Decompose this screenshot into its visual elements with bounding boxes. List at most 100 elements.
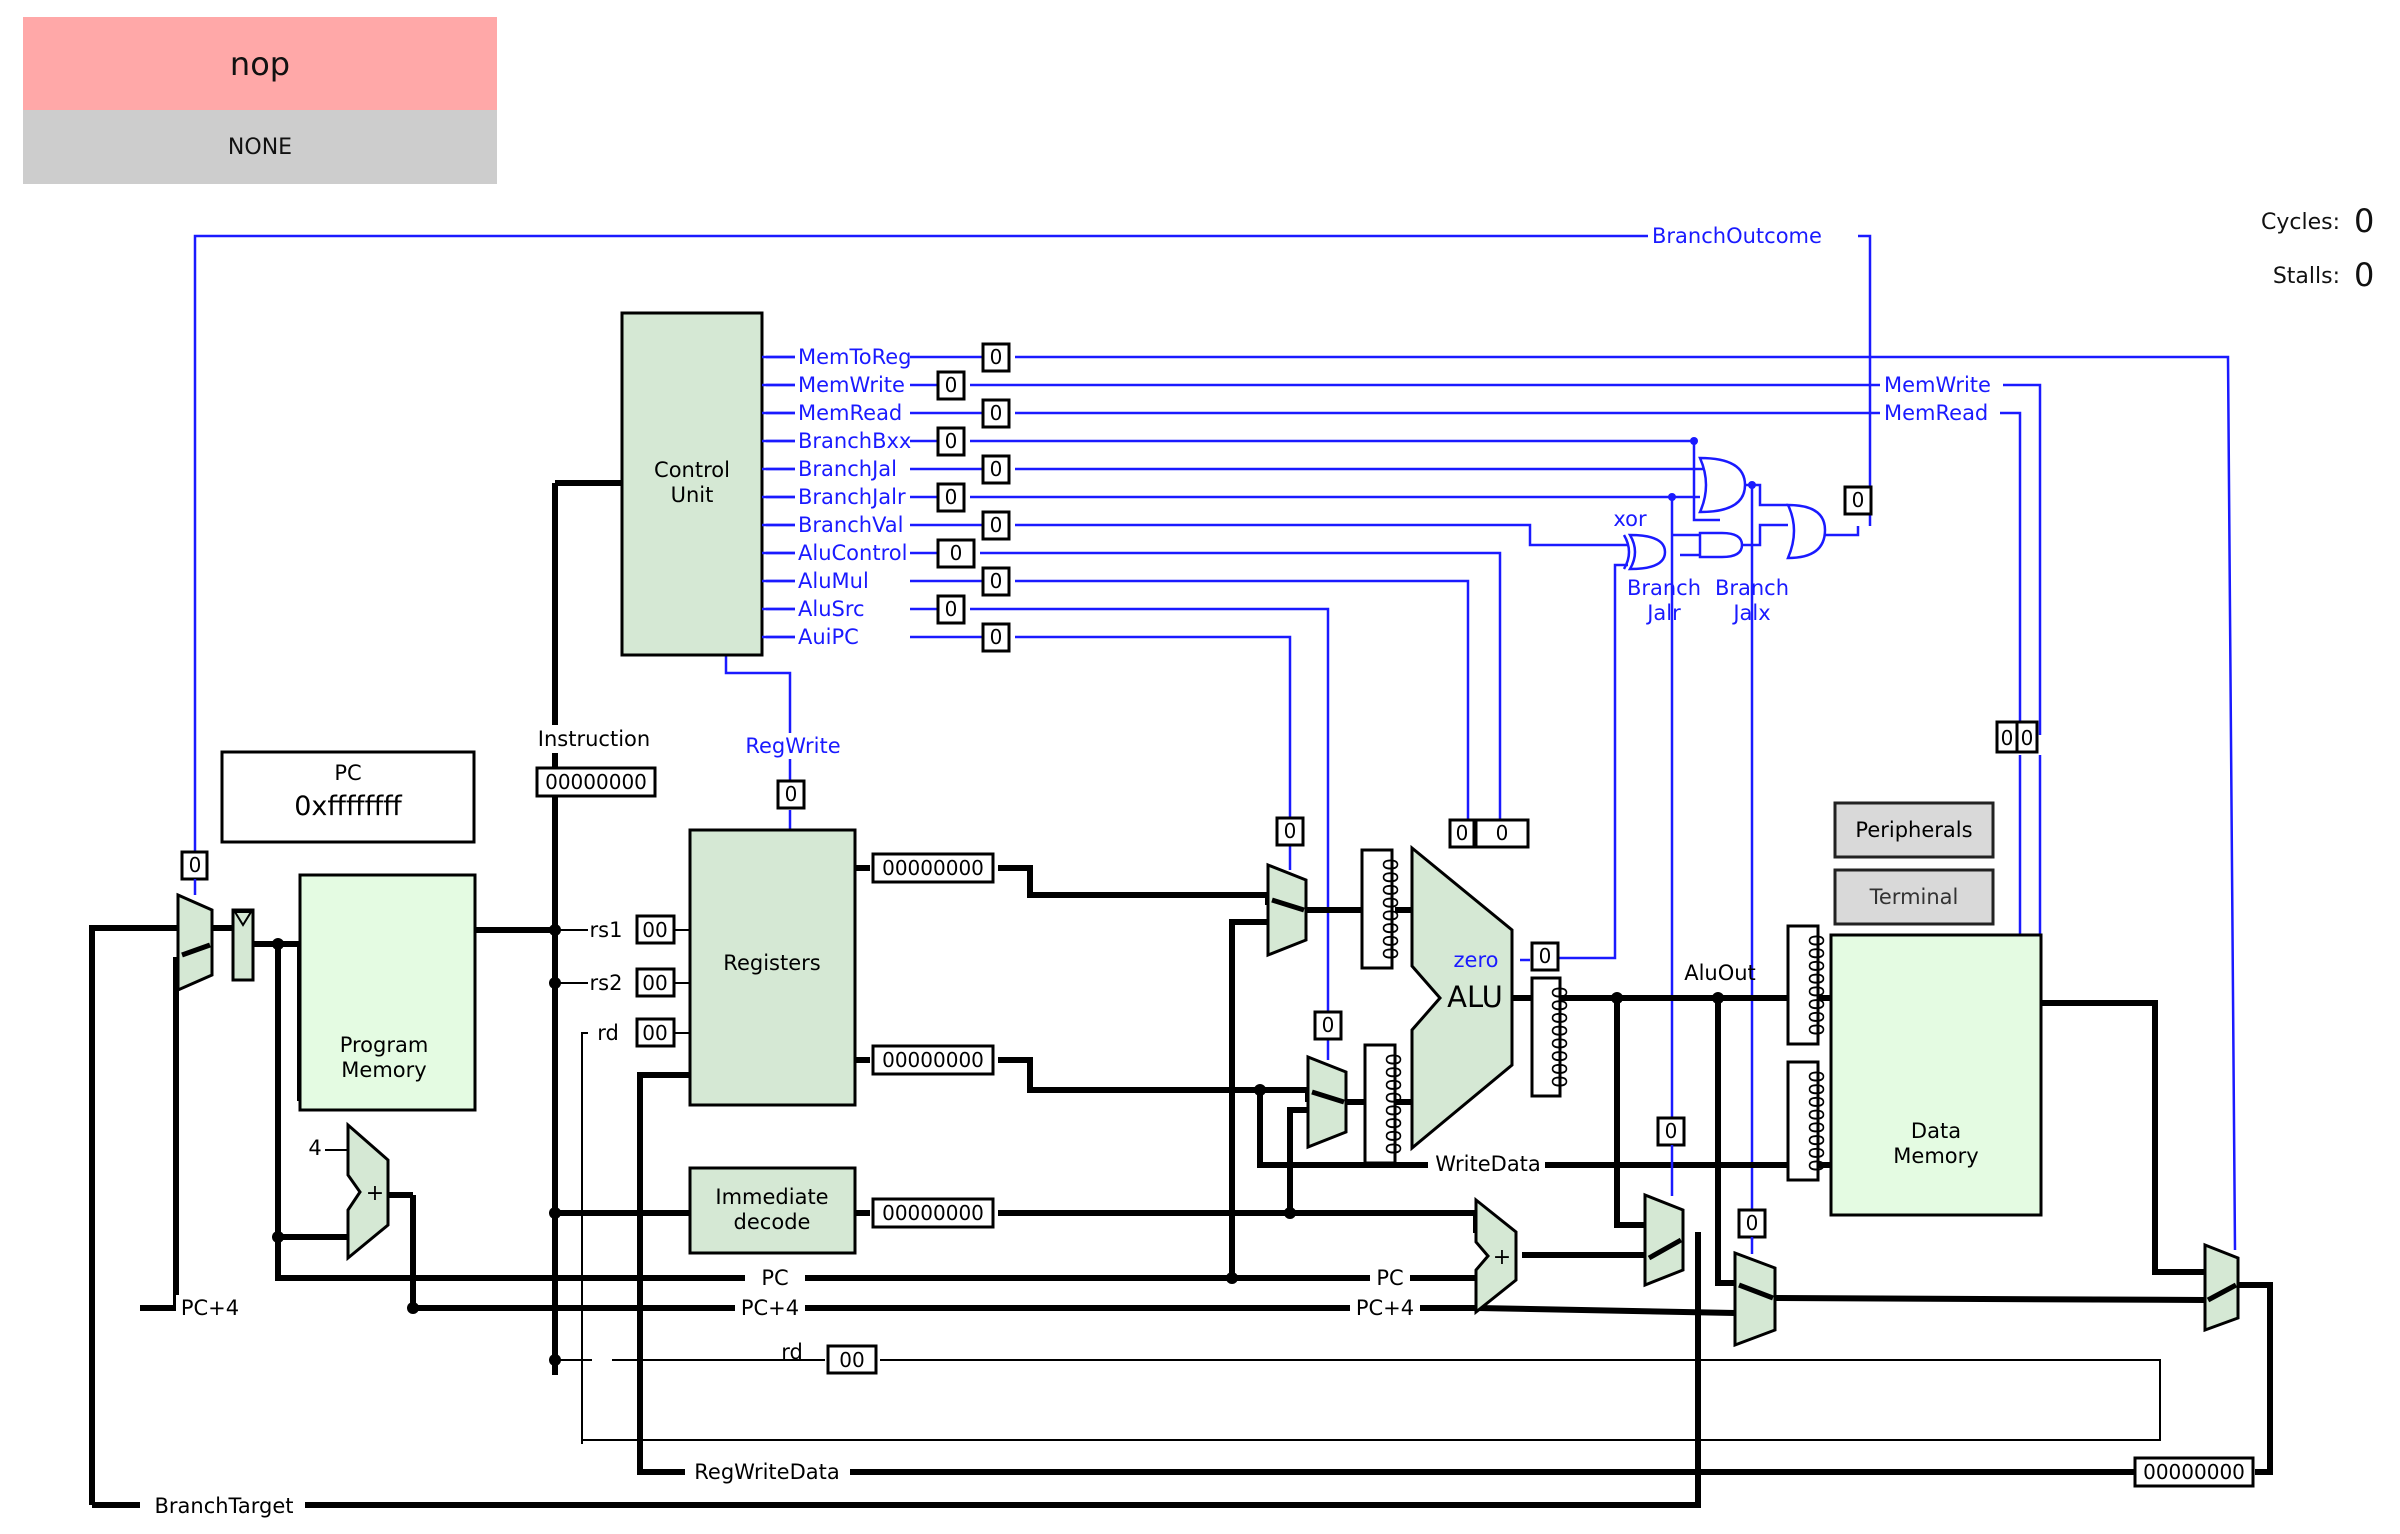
pc-mux-select-value: 0 <box>189 853 202 877</box>
alu-mux-a <box>1266 862 1308 958</box>
bus-labels: PC PC PC+4 PC+4 PC+4 RegWriteData 000000… <box>140 1265 2255 1520</box>
junction-dot <box>1690 437 1698 445</box>
stalls-label: Stalls: <box>2272 264 2340 289</box>
junction-dot <box>1712 992 1724 1004</box>
jalr-mux-select: 0 <box>1665 1119 1678 1143</box>
counters: Cycles: 0 Stalls: 0 <box>2230 200 2390 294</box>
and-gate <box>1698 531 1744 559</box>
control-signal-labels: MemToReg MemWrite MemRead BranchBxx Bran… <box>762 345 912 649</box>
reg-write-data-wire <box>637 1072 2273 1475</box>
cycles-counter: Cycles: 0 <box>2230 200 2390 240</box>
pc-label: PC <box>334 761 361 785</box>
immediate-label-2: decode <box>734 1210 811 1234</box>
immediate-label-1: Immediate <box>715 1185 828 1209</box>
pc-select-mux <box>176 892 214 993</box>
or-gate-final <box>1786 503 1827 560</box>
junction-dot <box>1254 1084 1266 1096</box>
instruction-panel: nop NONE <box>23 17 497 184</box>
branch-jalx-label-2: Jalx <box>1731 601 1770 625</box>
junction-dot <box>549 1207 561 1219</box>
peripherals-label: Peripherals <box>1855 818 1972 842</box>
registers-label: Registers <box>723 951 820 975</box>
peripherals-block[interactable]: Peripherals <box>1833 801 1995 859</box>
jalr-select-mux <box>1643 1192 1685 1288</box>
branch-target-back <box>89 925 178 1505</box>
alucontrol-value: 0 <box>950 541 963 565</box>
regwrite-value: 0 <box>785 782 798 806</box>
signal-alucontrol: AluControl <box>798 541 907 565</box>
register-fields: rs1 00 rs2 00 rd 00 rd 00 <box>590 914 878 1375</box>
rd-bottom-wire <box>555 1359 2161 1441</box>
alumul-value: 0 <box>990 569 1003 593</box>
junction-dot <box>407 1302 419 1314</box>
signal-auipc: AuiPC <box>798 625 859 649</box>
memwrite-right-label: MemWrite <box>1884 373 1991 397</box>
regwrite-label: RegWrite <box>745 734 840 758</box>
control-signal-values: 0 0 0 0 0 0 0 0 0 0 0 <box>936 342 1011 653</box>
rs2-value: 00 <box>642 971 667 995</box>
rd-bottom-label: rd <box>781 1340 803 1364</box>
signal-branchbxx: BranchBxx <box>798 429 911 453</box>
imm-to-mux-b <box>1287 1107 1308 1213</box>
program-memory-label-2: Memory <box>341 1058 426 1082</box>
alu-out-to-jalr-mux <box>1614 998 1645 1228</box>
pc-bus-label: PC <box>761 1266 788 1290</box>
pc-adder-symbol: + <box>366 1181 384 1206</box>
alu-mul-value: 0 <box>1456 821 1469 845</box>
writedata-display: WriteData <box>1432 1150 1544 1178</box>
stalls-value: 0 <box>2354 256 2375 294</box>
zero-wire <box>1520 563 1628 962</box>
data-memory-label-2: Memory <box>1893 1144 1978 1168</box>
alu-result-value: 00000000 <box>1547 986 1571 1088</box>
signal-memread: MemRead <box>798 401 902 425</box>
writeback-mux <box>2203 1242 2240 1333</box>
rd-bottom-value: 00 <box>839 1348 864 1372</box>
junction-dot <box>272 938 284 950</box>
terminal-block[interactable]: Terminal <box>1833 868 1995 926</box>
immediate-value: 00000000 <box>882 1201 984 1225</box>
junction-dot <box>549 1354 561 1366</box>
alu-in-b-value: 00000000 <box>1381 1053 1405 1155</box>
signal-memtoreg: MemToReg <box>798 345 912 369</box>
auipc-value: 0 <box>990 625 1003 649</box>
alu: ALU zero 0 0 0 00000000 <box>1410 818 1571 1152</box>
memwrite-value: 0 <box>945 373 958 397</box>
current-instruction: nop <box>23 17 497 110</box>
data-memory: Data Memory 0 0 00000000 00000000 <box>1786 720 2043 1217</box>
branchval-value: 0 <box>990 513 1003 537</box>
alu-out-to-wb-mux <box>1715 998 1735 1286</box>
pc-adder-shape <box>346 1121 390 1262</box>
branch-labels: BranchOutcome 0 MemWrite MemRead xor Bra… <box>1613 222 2000 625</box>
signal-branchjalr: BranchJalr <box>798 485 906 509</box>
instruction-bus-display: Instruction 00000000 <box>535 725 657 798</box>
rs2-label: rs2 <box>590 971 623 995</box>
branch-jalr-label-2: Jalr <box>1645 601 1681 625</box>
branch-logic <box>1622 456 1827 571</box>
program-memory-label-1: Program <box>340 1033 429 1057</box>
branchjalr-value: 0 <box>945 485 958 509</box>
or-gate <box>1698 456 1747 514</box>
instruction-label: Instruction <box>538 727 650 751</box>
pipeline-stage: NONE <box>23 110 497 184</box>
alu-label: ALU <box>1447 980 1503 1014</box>
branch-jalx-label-1: Branch <box>1715 576 1789 600</box>
jalx-select-mux <box>1733 1250 1777 1348</box>
write-data-wire <box>1257 1090 1548 1168</box>
pcplus4-to-jalx <box>1477 1305 1736 1316</box>
memtoreg-value: 0 <box>990 345 1003 369</box>
signal-branchjal: BranchJal <box>798 457 897 481</box>
rs1-label: rs1 <box>590 918 623 942</box>
junction-dot <box>1668 493 1676 501</box>
cycles-label: Cycles: <box>2261 210 2340 235</box>
control-unit-label-2: Unit <box>671 483 714 507</box>
branch-adder-shape <box>1474 1196 1518 1316</box>
alu-mux-b <box>1306 1054 1348 1150</box>
xor-label: xor <box>1613 507 1647 531</box>
junction-dot <box>1226 1272 1238 1284</box>
junction-dot <box>1611 992 1623 1004</box>
rd-label: rd <box>597 1021 619 1045</box>
rd-value: 00 <box>642 1021 667 1045</box>
pc-mux: 0 <box>176 850 255 993</box>
mem-writedata-value: 00000000 <box>1804 1070 1828 1172</box>
pc-bus-wire <box>275 944 1476 1281</box>
